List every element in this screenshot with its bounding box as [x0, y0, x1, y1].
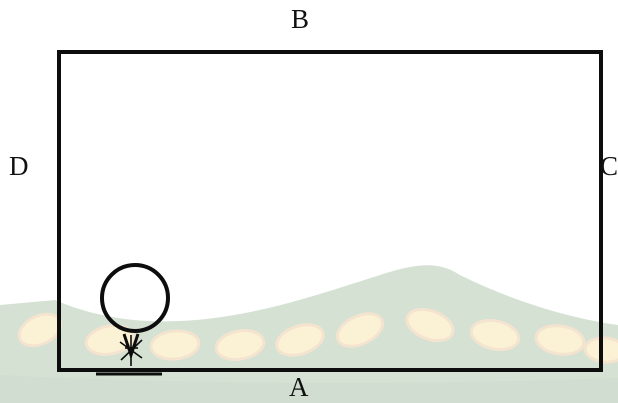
circle-icon [100, 263, 170, 333]
rectangle-outline [57, 50, 603, 372]
side-label-top: B [291, 4, 310, 34]
watermark-yellow-scallops [17, 307, 618, 364]
watermark-logo [0, 265, 618, 403]
arrow-scribble [119, 335, 143, 366]
side-label-left: D [9, 151, 29, 181]
side-label-right: C [600, 151, 618, 181]
circle-object [100, 263, 170, 366]
side-label-bottom: A [289, 372, 309, 402]
watermark-green-band [0, 375, 618, 403]
